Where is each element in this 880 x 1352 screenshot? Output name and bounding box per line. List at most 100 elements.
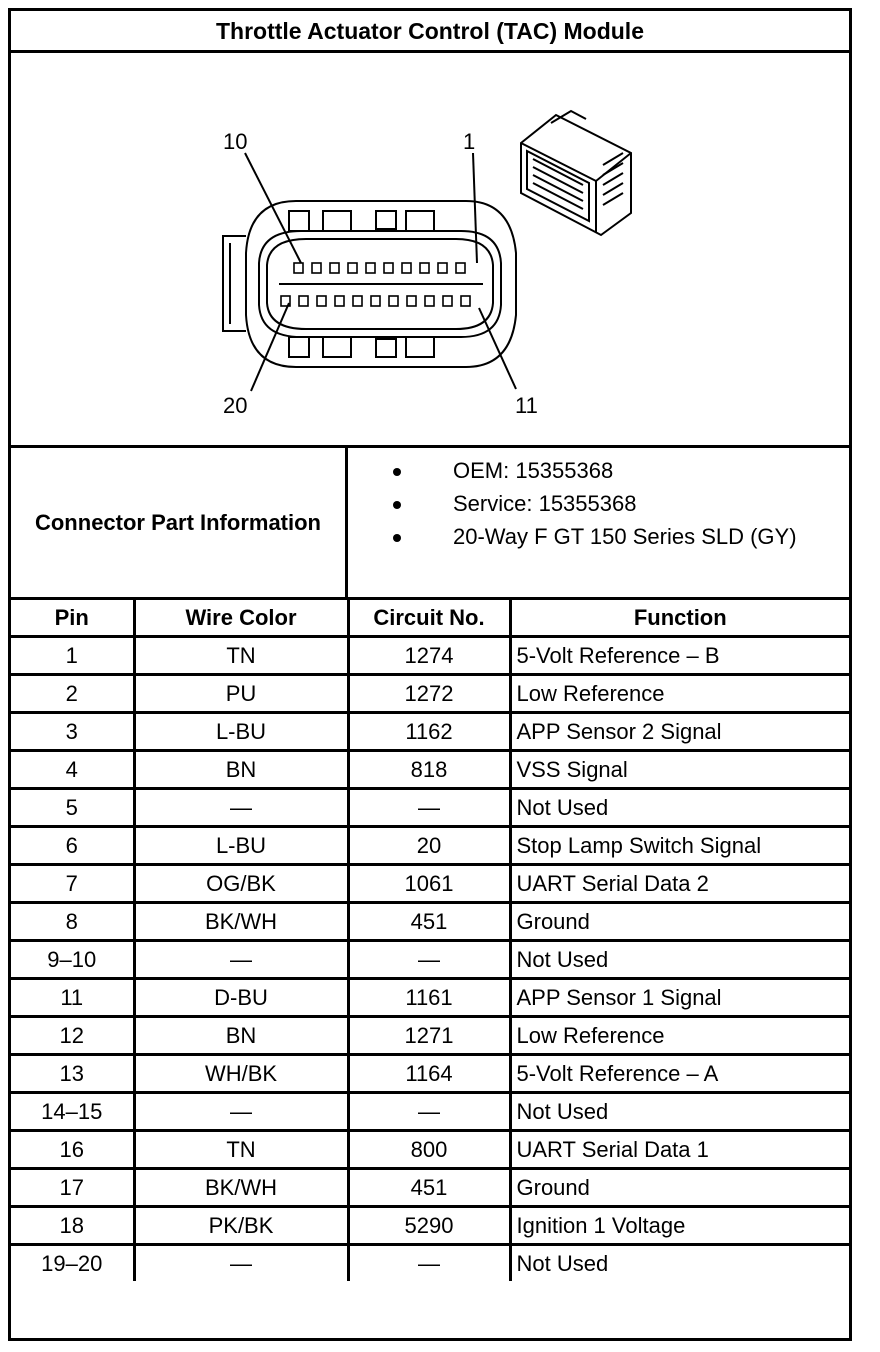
table-row: 5——Not Used (11, 787, 849, 828)
cell-circuit-no: 20 (346, 825, 512, 866)
cell-pin: 6 (11, 825, 136, 866)
page-title: Throttle Actuator Control (TAC) Module (11, 11, 849, 53)
cell-circuit-no: 1271 (346, 1015, 512, 1056)
cell-function: Not Used (508, 1243, 849, 1281)
info-item-description: 20-Way F GT 150 Series SLD (GY) (393, 524, 797, 550)
cell-function: Ignition 1 Voltage (508, 1205, 849, 1246)
table-row: 19–20——Not Used (11, 1243, 849, 1281)
cell-wire-color: — (132, 787, 350, 828)
connector-diagram: 10 1 20 11 (11, 53, 849, 448)
table-row: 14–15——Not Used (11, 1091, 849, 1132)
cell-circuit-no: — (346, 1091, 512, 1132)
cell-pin: 8 (11, 901, 136, 942)
cell-circuit-no: — (346, 939, 512, 980)
cell-function: Not Used (508, 1091, 849, 1132)
cell-circuit-no: 451 (346, 1167, 512, 1208)
cell-function: 5-Volt Reference – A (508, 1053, 849, 1094)
cell-pin: 13 (11, 1053, 136, 1094)
cell-circuit-no: 1162 (346, 711, 512, 752)
bullet-icon (393, 534, 401, 542)
connector-housing-icon (520, 109, 632, 237)
cell-wire-color: BN (132, 1015, 350, 1056)
header-circuit-no: Circuit No. (346, 600, 512, 638)
header-pin: Pin (11, 600, 136, 638)
cell-circuit-no: 1164 (346, 1053, 512, 1094)
cell-function: Low Reference (508, 673, 849, 714)
cell-function: UART Serial Data 1 (508, 1129, 849, 1170)
cell-function: Not Used (508, 939, 849, 980)
cell-wire-color: — (132, 939, 350, 980)
cell-pin: 19–20 (11, 1243, 136, 1281)
cell-pin: 18 (11, 1205, 136, 1246)
cell-pin: 12 (11, 1015, 136, 1056)
cell-pin: 14–15 (11, 1091, 136, 1132)
cell-pin: 9–10 (11, 939, 136, 980)
cell-circuit-no: 451 (346, 901, 512, 942)
cell-wire-color: BK/WH (132, 901, 350, 942)
cell-wire-color: OG/BK (132, 863, 350, 904)
pin-label-20: 20 (223, 393, 248, 418)
cell-function: Not Used (508, 787, 849, 828)
cell-function: APP Sensor 2 Signal (508, 711, 849, 752)
cell-wire-color: L-BU (132, 825, 350, 866)
cell-pin: 16 (11, 1129, 136, 1170)
info-item-service: Service: 15355368 (393, 491, 636, 517)
cell-wire-color: PK/BK (132, 1205, 350, 1246)
pin-label-10: 10 (223, 129, 248, 154)
cell-circuit-no: — (346, 1243, 512, 1281)
cell-function: Stop Lamp Switch Signal (508, 825, 849, 866)
cell-circuit-no: 1272 (346, 673, 512, 714)
cell-wire-color: TN (132, 635, 350, 676)
cell-circuit-no: 818 (346, 749, 512, 790)
connector-info-section: Connector Part Information OEM: 15355368… (11, 448, 849, 600)
cell-wire-color: L-BU (132, 711, 350, 752)
cell-function: VSS Signal (508, 749, 849, 790)
info-item-oem: OEM: 15355368 (393, 458, 613, 484)
cell-wire-color: BN (132, 749, 350, 790)
cell-wire-color: BK/WH (132, 1167, 350, 1208)
cell-function: Low Reference (508, 1015, 849, 1056)
cell-wire-color: PU (132, 673, 350, 714)
cell-circuit-no: 1161 (346, 977, 512, 1018)
bullet-icon (393, 468, 401, 476)
cell-pin: 3 (11, 711, 136, 752)
connector-sheet: Throttle Actuator Control (TAC) Module (8, 8, 852, 1341)
cell-wire-color: WH/BK (132, 1053, 350, 1094)
cell-pin: 5 (11, 787, 136, 828)
cell-pin: 2 (11, 673, 136, 714)
pin-label-11: 11 (515, 393, 538, 418)
header-wire-color: Wire Color (132, 600, 350, 638)
table-row: 9–10——Not Used (11, 939, 849, 980)
cell-function: Ground (508, 1167, 849, 1208)
pin-label-1: 1 (463, 129, 476, 154)
cell-pin: 11 (11, 977, 136, 1018)
cell-wire-color: — (132, 1091, 350, 1132)
cell-circuit-no: — (346, 787, 512, 828)
cell-function: Ground (508, 901, 849, 942)
cell-pin: 17 (11, 1167, 136, 1208)
cell-pin: 7 (11, 863, 136, 904)
cell-pin: 4 (11, 749, 136, 790)
connector-info-label: Connector Part Information (11, 448, 348, 597)
cell-circuit-no: 1274 (346, 635, 512, 676)
cell-circuit-no: 800 (346, 1129, 512, 1170)
connector-info-list: OEM: 15355368 Service: 15355368 20-Way F… (348, 448, 849, 597)
table-header-row: Pin Wire Color Circuit No. Function (11, 600, 849, 638)
cell-wire-color: TN (132, 1129, 350, 1170)
bullet-icon (393, 501, 401, 509)
cell-function: UART Serial Data 2 (508, 863, 849, 904)
header-function: Function (508, 600, 849, 638)
cell-pin: 1 (11, 635, 136, 676)
connector-face-icon (222, 152, 517, 392)
